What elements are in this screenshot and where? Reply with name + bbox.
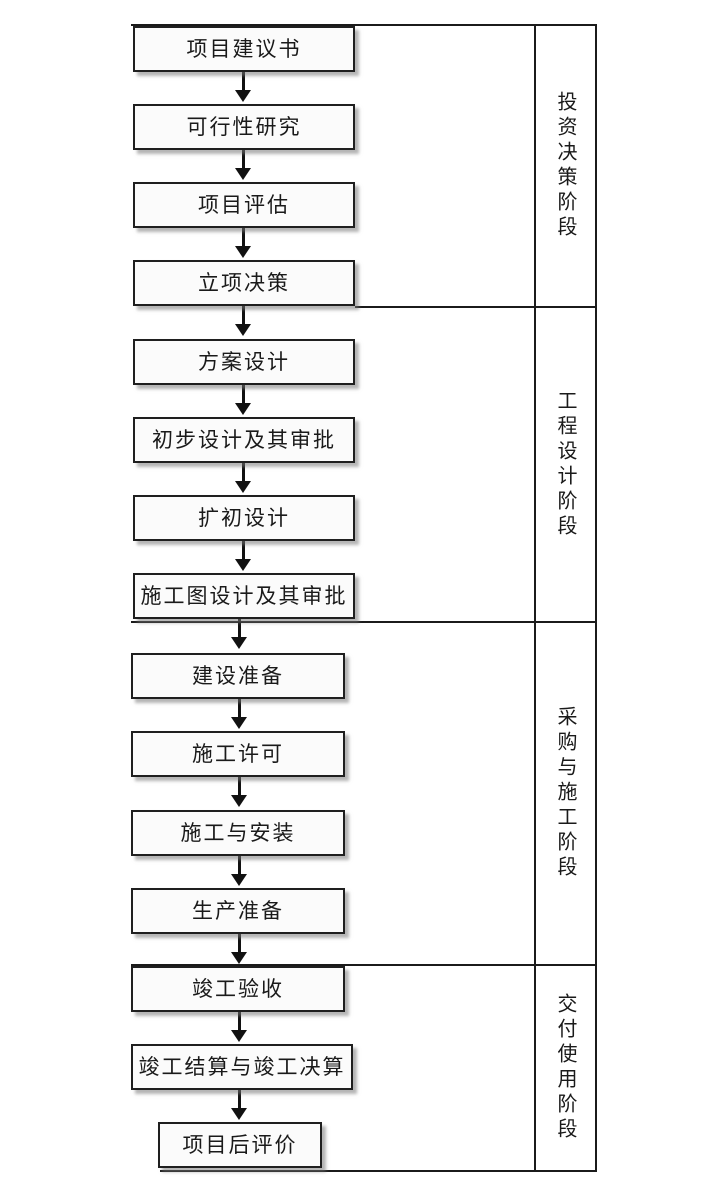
process-node-completion-settlement-and-final-accounts[interactable]: 竣工结算与竣工决算 — [131, 1044, 353, 1090]
node-label: 项目评估 — [198, 192, 290, 217]
arrowhead-n6-n7 — [235, 481, 251, 493]
connector-n7-n8 — [242, 541, 245, 563]
phase-label: 交付使用阶段 — [554, 993, 576, 1143]
node-label: 方案设计 — [198, 349, 290, 374]
connector-n5-n6 — [242, 385, 245, 407]
arrowhead-n3-n4 — [235, 246, 251, 258]
frame-top-line — [131, 24, 597, 26]
process-node-scheme-design[interactable]: 方案设计 — [133, 339, 355, 385]
arrowhead-n7-n8 — [235, 559, 251, 571]
process-node-post-project-evaluation[interactable]: 项目后评价 — [158, 1122, 322, 1168]
node-label: 立项决策 — [198, 270, 290, 295]
node-label: 施工许可 — [192, 741, 284, 766]
connector-n11-n12 — [238, 856, 241, 878]
process-node-construction-and-installation[interactable]: 施工与安装 — [131, 810, 345, 856]
node-label: 扩初设计 — [198, 505, 290, 530]
node-label: 生产准备 — [192, 898, 284, 923]
process-node-construction-drawing-design-approval[interactable]: 施工图设计及其审批 — [133, 573, 355, 619]
arrowhead-n1-n2 — [235, 90, 251, 102]
node-label: 建设准备 — [192, 663, 284, 688]
process-node-project-evaluation[interactable]: 项目评估 — [133, 182, 355, 228]
process-node-project-approval-decision[interactable]: 立项决策 — [133, 260, 355, 306]
phase-label: 投资决策阶段 — [554, 91, 576, 241]
frame-bottom-line — [160, 1170, 597, 1172]
connector-n1-n2 — [242, 72, 245, 94]
node-label: 施工图设计及其审批 — [140, 583, 348, 608]
node-label: 项目后评价 — [182, 1132, 298, 1157]
connector-n8-n9 — [238, 619, 241, 641]
phase-label: 采购与施工阶段 — [554, 706, 576, 881]
phase-cell-delivery-use: 交付使用阶段 — [536, 966, 595, 1170]
node-label: 竣工验收 — [192, 976, 284, 1001]
connector-n12-n13 — [238, 934, 241, 956]
process-node-completion-acceptance[interactable]: 竣工验收 — [131, 966, 345, 1012]
node-label: 竣工结算与竣工决算 — [138, 1054, 346, 1079]
connector-n14-n15 — [238, 1090, 241, 1112]
frame-divider-phase-1-2 — [355, 306, 597, 308]
connector-n4-n5 — [242, 306, 245, 328]
arrowhead-n12-n13 — [231, 952, 247, 964]
process-node-construction-permit[interactable]: 施工许可 — [131, 731, 345, 777]
process-node-extended-preliminary-design[interactable]: 扩初设计 — [133, 495, 355, 541]
process-node-preliminary-design-approval[interactable]: 初步设计及其审批 — [133, 417, 355, 463]
phase-cell-procurement-construction: 采购与施工阶段 — [536, 623, 595, 964]
arrowhead-n2-n3 — [235, 168, 251, 180]
connector-n3-n4 — [242, 228, 245, 250]
frame-divider-phase-2-3 — [131, 621, 597, 623]
connector-n6-n7 — [242, 463, 245, 485]
arrowhead-n4-n5 — [235, 324, 251, 336]
connector-n13-n14 — [238, 1012, 241, 1034]
frame-divider-phase-3-4 — [131, 964, 597, 966]
connector-n2-n3 — [242, 150, 245, 172]
frame-right-line — [595, 24, 597, 1172]
arrowhead-n11-n12 — [231, 874, 247, 886]
process-node-construction-preparation[interactable]: 建设准备 — [131, 653, 345, 699]
phase-cell-investment-decision: 投资决策阶段 — [536, 26, 595, 306]
process-node-project-proposal[interactable]: 项目建议书 — [133, 26, 355, 72]
connector-n9-n10 — [238, 699, 241, 721]
arrowhead-n9-n10 — [231, 717, 247, 729]
arrowhead-n13-n14 — [231, 1030, 247, 1042]
process-node-feasibility-study[interactable]: 可行性研究 — [133, 104, 355, 150]
phase-cell-engineering-design: 工程设计阶段 — [536, 308, 595, 621]
process-node-production-preparation[interactable]: 生产准备 — [131, 888, 345, 934]
arrowhead-n14-n15 — [231, 1108, 247, 1120]
node-label: 施工与安装 — [180, 820, 296, 845]
arrowhead-n10-n11 — [231, 795, 247, 807]
node-label: 初步设计及其审批 — [152, 427, 336, 452]
phase-label: 工程设计阶段 — [554, 389, 576, 540]
arrowhead-n5-n6 — [235, 403, 251, 415]
frame-phase-column-line — [534, 24, 536, 1172]
node-label: 可行性研究 — [186, 114, 302, 139]
connector-n10-n11 — [238, 777, 241, 799]
node-label: 项目建议书 — [186, 36, 302, 61]
arrowhead-n8-n9 — [231, 637, 247, 649]
